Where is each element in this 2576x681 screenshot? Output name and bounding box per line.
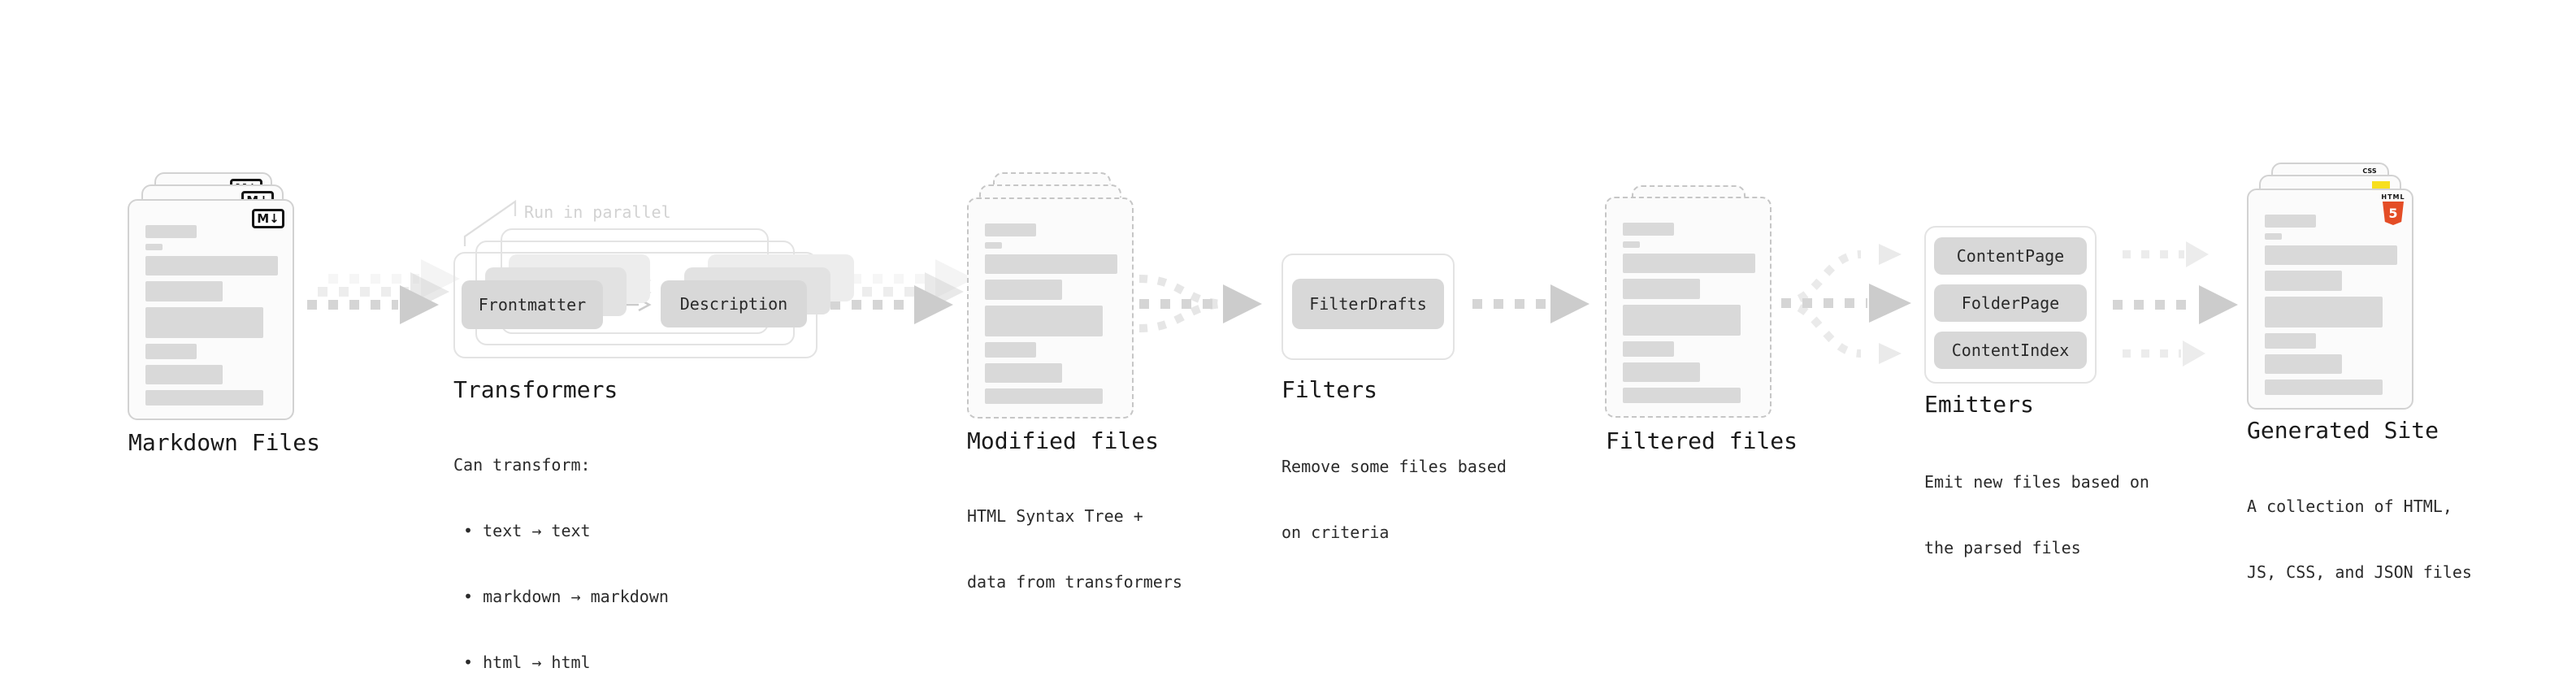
modified-files-description: HTML Syntax Tree + data from transformer… <box>967 462 1182 637</box>
description-line: Emit new files based on <box>1924 472 2149 492</box>
description-line: • text → text <box>453 521 591 540</box>
placeholder-bar <box>1623 362 1700 382</box>
description-line: JS, CSS, and JSON files <box>2247 562 2472 582</box>
description-line: A collection of HTML, <box>2247 497 2452 516</box>
placeholder-bar <box>985 280 1062 300</box>
placeholder-bar <box>1623 388 1741 403</box>
file-card: HTML 5 <box>2247 189 2413 410</box>
arrow-emitters-to-site-icon <box>2113 241 2238 367</box>
placeholder-bar <box>1623 305 1741 336</box>
file-card <box>1605 197 1772 418</box>
placeholder-bar <box>1623 254 1755 273</box>
description-line: Remove some files based <box>1281 457 1507 476</box>
placeholder-bar <box>145 390 263 406</box>
placeholder-bar <box>985 342 1036 358</box>
filters-label: Filters <box>1281 376 1378 403</box>
placeholder-bar <box>145 365 223 384</box>
placeholder-bar <box>2265 380 2383 395</box>
filters-box <box>1281 254 1455 360</box>
filterdrafts-pill: FilterDrafts <box>1292 279 1444 329</box>
description-line: data from transformers <box>967 572 1182 592</box>
run-in-parallel-callout-line <box>463 199 517 246</box>
arrow-filtered-to-emitters-icon <box>1780 244 1911 364</box>
placeholder-bar <box>145 307 263 338</box>
placeholder-bar <box>985 223 1036 236</box>
placeholder-bar <box>1623 241 1640 248</box>
emitters-box <box>1924 226 2097 384</box>
placeholder-bar <box>2265 354 2342 374</box>
file-content-placeholder <box>2265 215 2397 395</box>
file-content-placeholder <box>145 225 278 406</box>
emitters-label: Emitters <box>1924 391 2034 418</box>
placeholder-bar <box>1623 341 1674 357</box>
file-content-placeholder <box>1623 223 1755 403</box>
arrow-transformers-to-modified-icon <box>830 259 974 324</box>
placeholder-bar <box>145 225 197 238</box>
run-in-parallel-note: Run in parallel <box>524 202 671 222</box>
placeholder-bar <box>985 388 1103 404</box>
placeholder-bar <box>985 242 1002 249</box>
placeholder-bar <box>145 281 223 301</box>
contentindex-pill: ContentIndex <box>1934 332 2087 369</box>
description-line: • html → html <box>453 653 591 672</box>
placeholder-bar <box>985 306 1103 336</box>
description-line: HTML Syntax Tree + <box>967 506 1143 526</box>
placeholder-bar <box>985 363 1062 383</box>
modified-files-label: Modified files <box>967 427 1160 454</box>
placeholder-bar <box>145 256 278 275</box>
arrow-filters-to-filtered-icon <box>1472 284 1589 323</box>
html5-icon: HTML 5 <box>2381 193 2405 225</box>
placeholder-bar <box>2265 297 2383 327</box>
placeholder-bar <box>2265 271 2342 291</box>
arrow-markdown-to-transformers-icon <box>307 259 460 324</box>
description-line: Can transform: <box>453 455 591 475</box>
markdown-icon: M↓ <box>252 209 284 228</box>
placeholder-bar <box>1623 223 1674 236</box>
file-card <box>967 197 1134 419</box>
placeholder-bar <box>2265 333 2316 349</box>
placeholder-bar <box>2265 233 2282 240</box>
placeholder-bar <box>2265 245 2397 265</box>
description-line: • markdown → markdown <box>453 587 669 606</box>
placeholder-bar <box>145 344 197 359</box>
placeholder-bar <box>1623 279 1700 299</box>
filtered-files-label: Filtered files <box>1606 427 1798 454</box>
js-icon <box>2372 181 2390 190</box>
placeholder-bar <box>985 254 1117 274</box>
html5-word: HTML <box>2381 193 2405 201</box>
transformers-description: Can transform: • text → text • markdown … <box>453 410 669 681</box>
description-line: on criteria <box>1281 523 1390 542</box>
contentpage-pill: ContentPage <box>1934 237 2087 275</box>
emitters-description: Emit new files based on the parsed files <box>1924 427 2149 603</box>
description-pill: Description <box>661 280 807 327</box>
transformers-label: Transformers <box>453 376 618 403</box>
placeholder-bar <box>145 244 163 250</box>
arrow-modified-to-filters-icon <box>1138 275 1262 332</box>
html5-shield: 5 <box>2383 202 2404 225</box>
file-content-placeholder <box>985 223 1117 404</box>
folderpage-pill: FolderPage <box>1934 284 2087 322</box>
generated-site-description: A collection of HTML, JS, CSS, and JSON … <box>2247 452 2472 627</box>
placeholder-bar <box>2265 215 2316 228</box>
description-line: the parsed files <box>1924 538 2081 557</box>
markdown-files-label: Markdown Files <box>128 429 321 456</box>
filters-description: Remove some files based on criteria <box>1281 412 1507 588</box>
generated-site-label: Generated Site <box>2247 417 2439 444</box>
frontmatter-pill: Frontmatter <box>462 280 603 329</box>
file-card: M↓ <box>128 199 294 420</box>
